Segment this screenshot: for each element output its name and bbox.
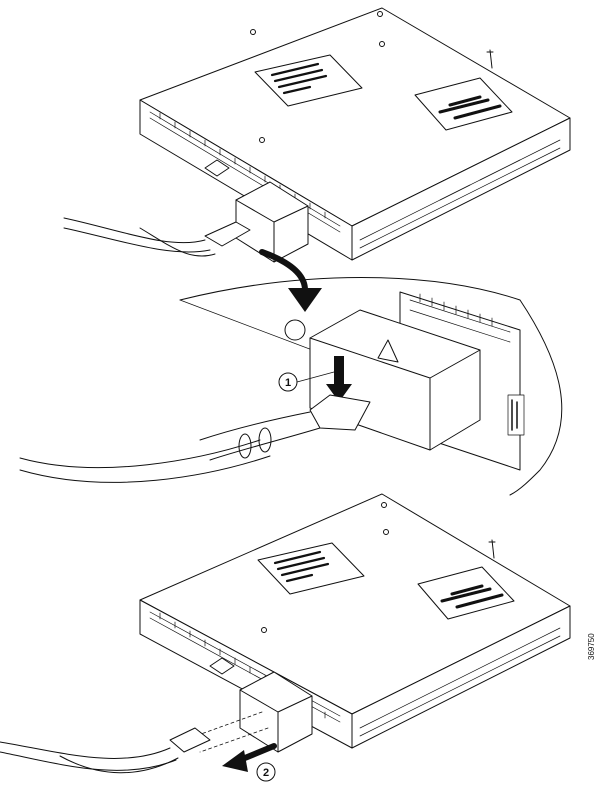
removed-plug	[169, 711, 269, 753]
zoom-cable	[19, 411, 321, 483]
top-label-right	[414, 77, 513, 131]
callout-2-label: 2	[263, 767, 269, 779]
callout-1-label: 1	[285, 377, 291, 389]
zoom-detail: 1	[19, 277, 563, 496]
figure-id: 369750	[587, 633, 596, 660]
warning-symbol	[377, 339, 399, 363]
top-module	[63, 7, 571, 263]
callout-2: 2	[256, 762, 276, 782]
top-cable	[63, 217, 216, 257]
push-arrow	[326, 356, 352, 402]
bottom-module: 2	[0, 493, 571, 782]
transition-arrow	[259, 249, 308, 293]
pull-arrow	[222, 743, 277, 772]
bottom-cable	[0, 741, 179, 774]
callout-1: 1	[278, 371, 335, 392]
